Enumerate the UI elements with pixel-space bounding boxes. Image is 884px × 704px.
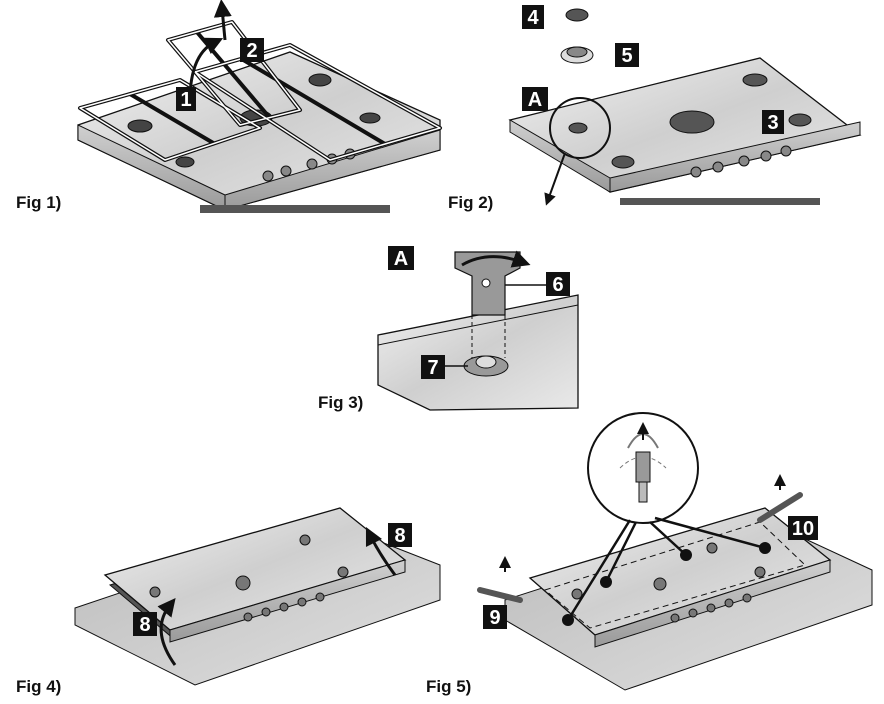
fig2-callout-4: 4 (522, 5, 544, 29)
callout-text: 7 (427, 357, 438, 379)
fig3-detail-drawing (377, 250, 579, 411)
callout-text: 8 (139, 614, 150, 636)
callout-text: 5 (621, 45, 632, 67)
fig3-callout-A: A (388, 246, 414, 270)
fig4-callout-8-left: 8 (133, 612, 157, 636)
callout-text: 8 (394, 525, 405, 547)
callout-text: 9 (489, 607, 500, 629)
fig1-callout-2: 2 (240, 38, 264, 62)
fig1-callout-1: 1 (176, 87, 196, 111)
fig3-callout-6: 6 (546, 272, 570, 296)
callout-text: 6 (552, 274, 563, 296)
fig1-caption: Fig 1) (16, 193, 62, 212)
callout-text: A (394, 248, 408, 270)
fig2-cooktop-drawing (508, 8, 862, 206)
fig5-caption: Fig 5) (426, 677, 472, 696)
fig5-callout-10: 10 (788, 516, 818, 540)
callout-text: A (528, 89, 542, 111)
fig2-callout-3: 3 (762, 110, 784, 134)
fig2-caption: Fig 2) (448, 193, 494, 212)
fig4-countertop-drawing (74, 507, 441, 686)
fig3-callout-7: 7 (421, 355, 445, 379)
fig2-callout-A: A (522, 87, 548, 111)
callout-text: 1 (180, 89, 191, 111)
callout-text: 4 (527, 7, 539, 29)
fig5-bracket-drawing (477, 412, 873, 691)
fig4-caption: Fig 4) (16, 677, 62, 696)
fig2-callout-5: 5 (615, 43, 639, 67)
fig3-caption: Fig 3) (318, 393, 364, 412)
fig5-callout-9: 9 (483, 605, 507, 629)
callout-text: 2 (246, 40, 257, 62)
callout-text: 10 (792, 518, 814, 540)
fig4-callout-8-right: 8 (388, 523, 412, 547)
callout-text: 3 (767, 112, 778, 134)
